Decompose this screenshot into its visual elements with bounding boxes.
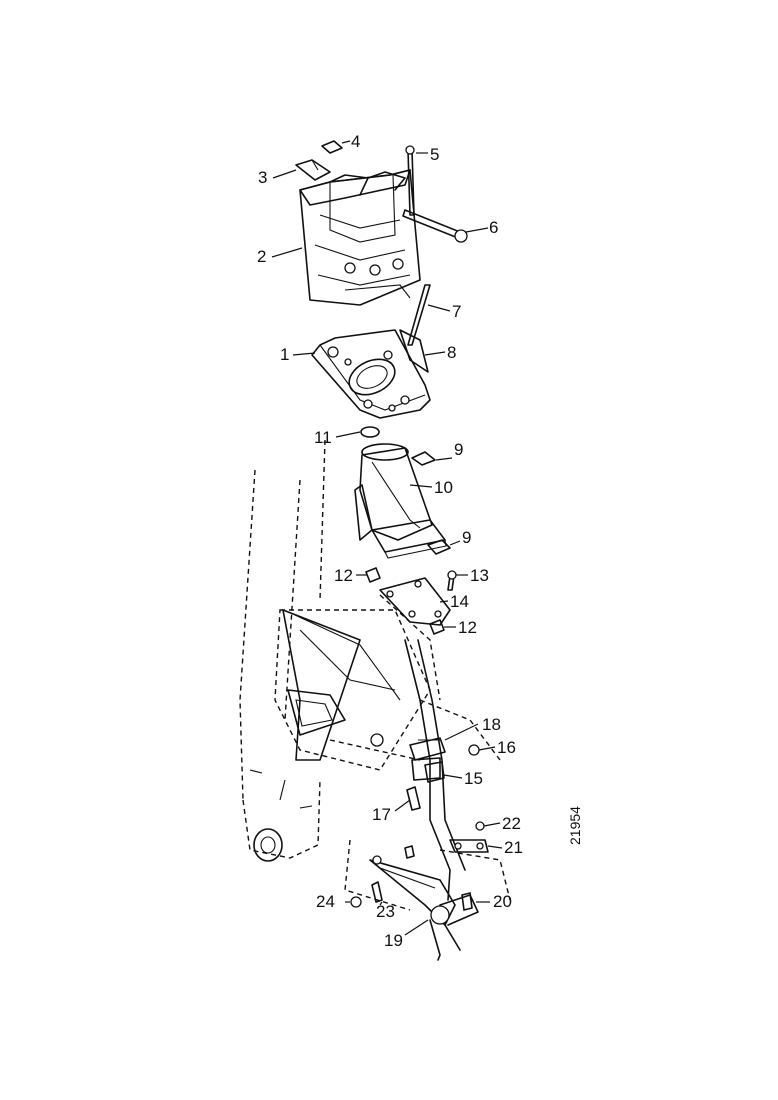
- callout-11: 11: [314, 428, 332, 447]
- callout-1: 1: [280, 345, 289, 364]
- callout-3: 3: [258, 168, 267, 187]
- washer-11: [360, 426, 380, 438]
- mounting-plate: [311, 329, 431, 419]
- callout-9-lower: 9: [462, 528, 471, 547]
- callout-24: 24: [316, 892, 335, 911]
- callout-7: 7: [452, 302, 461, 321]
- bushing-15: [424, 761, 445, 783]
- callout-21: 21: [504, 838, 523, 857]
- callout-5: 5: [430, 145, 439, 164]
- callout-6: 6: [489, 218, 498, 237]
- callout-9-upper: 9: [454, 440, 463, 459]
- callout-14: 14: [450, 592, 469, 611]
- bolt-13: [447, 570, 457, 591]
- callout-12-left: 12: [334, 566, 353, 585]
- lower-bracket-19: [369, 855, 479, 926]
- stud-20: [461, 892, 473, 911]
- bracket-18: [409, 737, 446, 761]
- nut-12-right: [429, 619, 445, 635]
- callout-15: 15: [464, 769, 483, 788]
- nut-top: [321, 140, 343, 154]
- callout-16: 16: [497, 738, 516, 757]
- callout-23: 23: [376, 902, 395, 921]
- callout-12-right: 12: [458, 618, 477, 637]
- chassis-frame: [239, 439, 511, 911]
- callout-4: 4: [351, 132, 360, 151]
- upper-housing: [299, 169, 421, 306]
- clip-lower: [427, 539, 451, 555]
- lower-strut: [429, 919, 461, 961]
- nut-12-left: [365, 567, 381, 583]
- cover-plate: [379, 577, 451, 626]
- leader-lines: [271, 140, 503, 936]
- callout-13: 13: [470, 566, 489, 585]
- callout-19: 19: [384, 931, 403, 950]
- horizontal-bolt: [402, 209, 468, 243]
- callout-2: 2: [257, 247, 266, 266]
- pin: [295, 159, 331, 181]
- callout-18: 18: [482, 715, 501, 734]
- callout-20: 20: [493, 892, 512, 911]
- callout-8: 8: [447, 343, 456, 362]
- bolt-23: [371, 845, 415, 903]
- reference-code: 21954: [567, 806, 583, 845]
- callout-22: 22: [502, 814, 521, 833]
- vertical-bolt: [405, 145, 415, 216]
- chassis-frame-solid: [249, 609, 401, 862]
- link-21: [449, 839, 489, 853]
- nut-22: [475, 821, 485, 831]
- callouts: 1 2 3 4 5 6 7 8 9 9 10 11 12 12 13 14 15…: [257, 132, 523, 950]
- bolt-16: [468, 744, 480, 756]
- spacer-17: [406, 786, 421, 811]
- rod: [407, 284, 431, 346]
- linkage-arm: [404, 639, 466, 901]
- clip-upper: [411, 451, 436, 466]
- callout-10: 10: [434, 478, 453, 497]
- callout-17: 17: [372, 805, 391, 824]
- nut-24: [350, 896, 362, 908]
- locking-tab: [399, 329, 429, 373]
